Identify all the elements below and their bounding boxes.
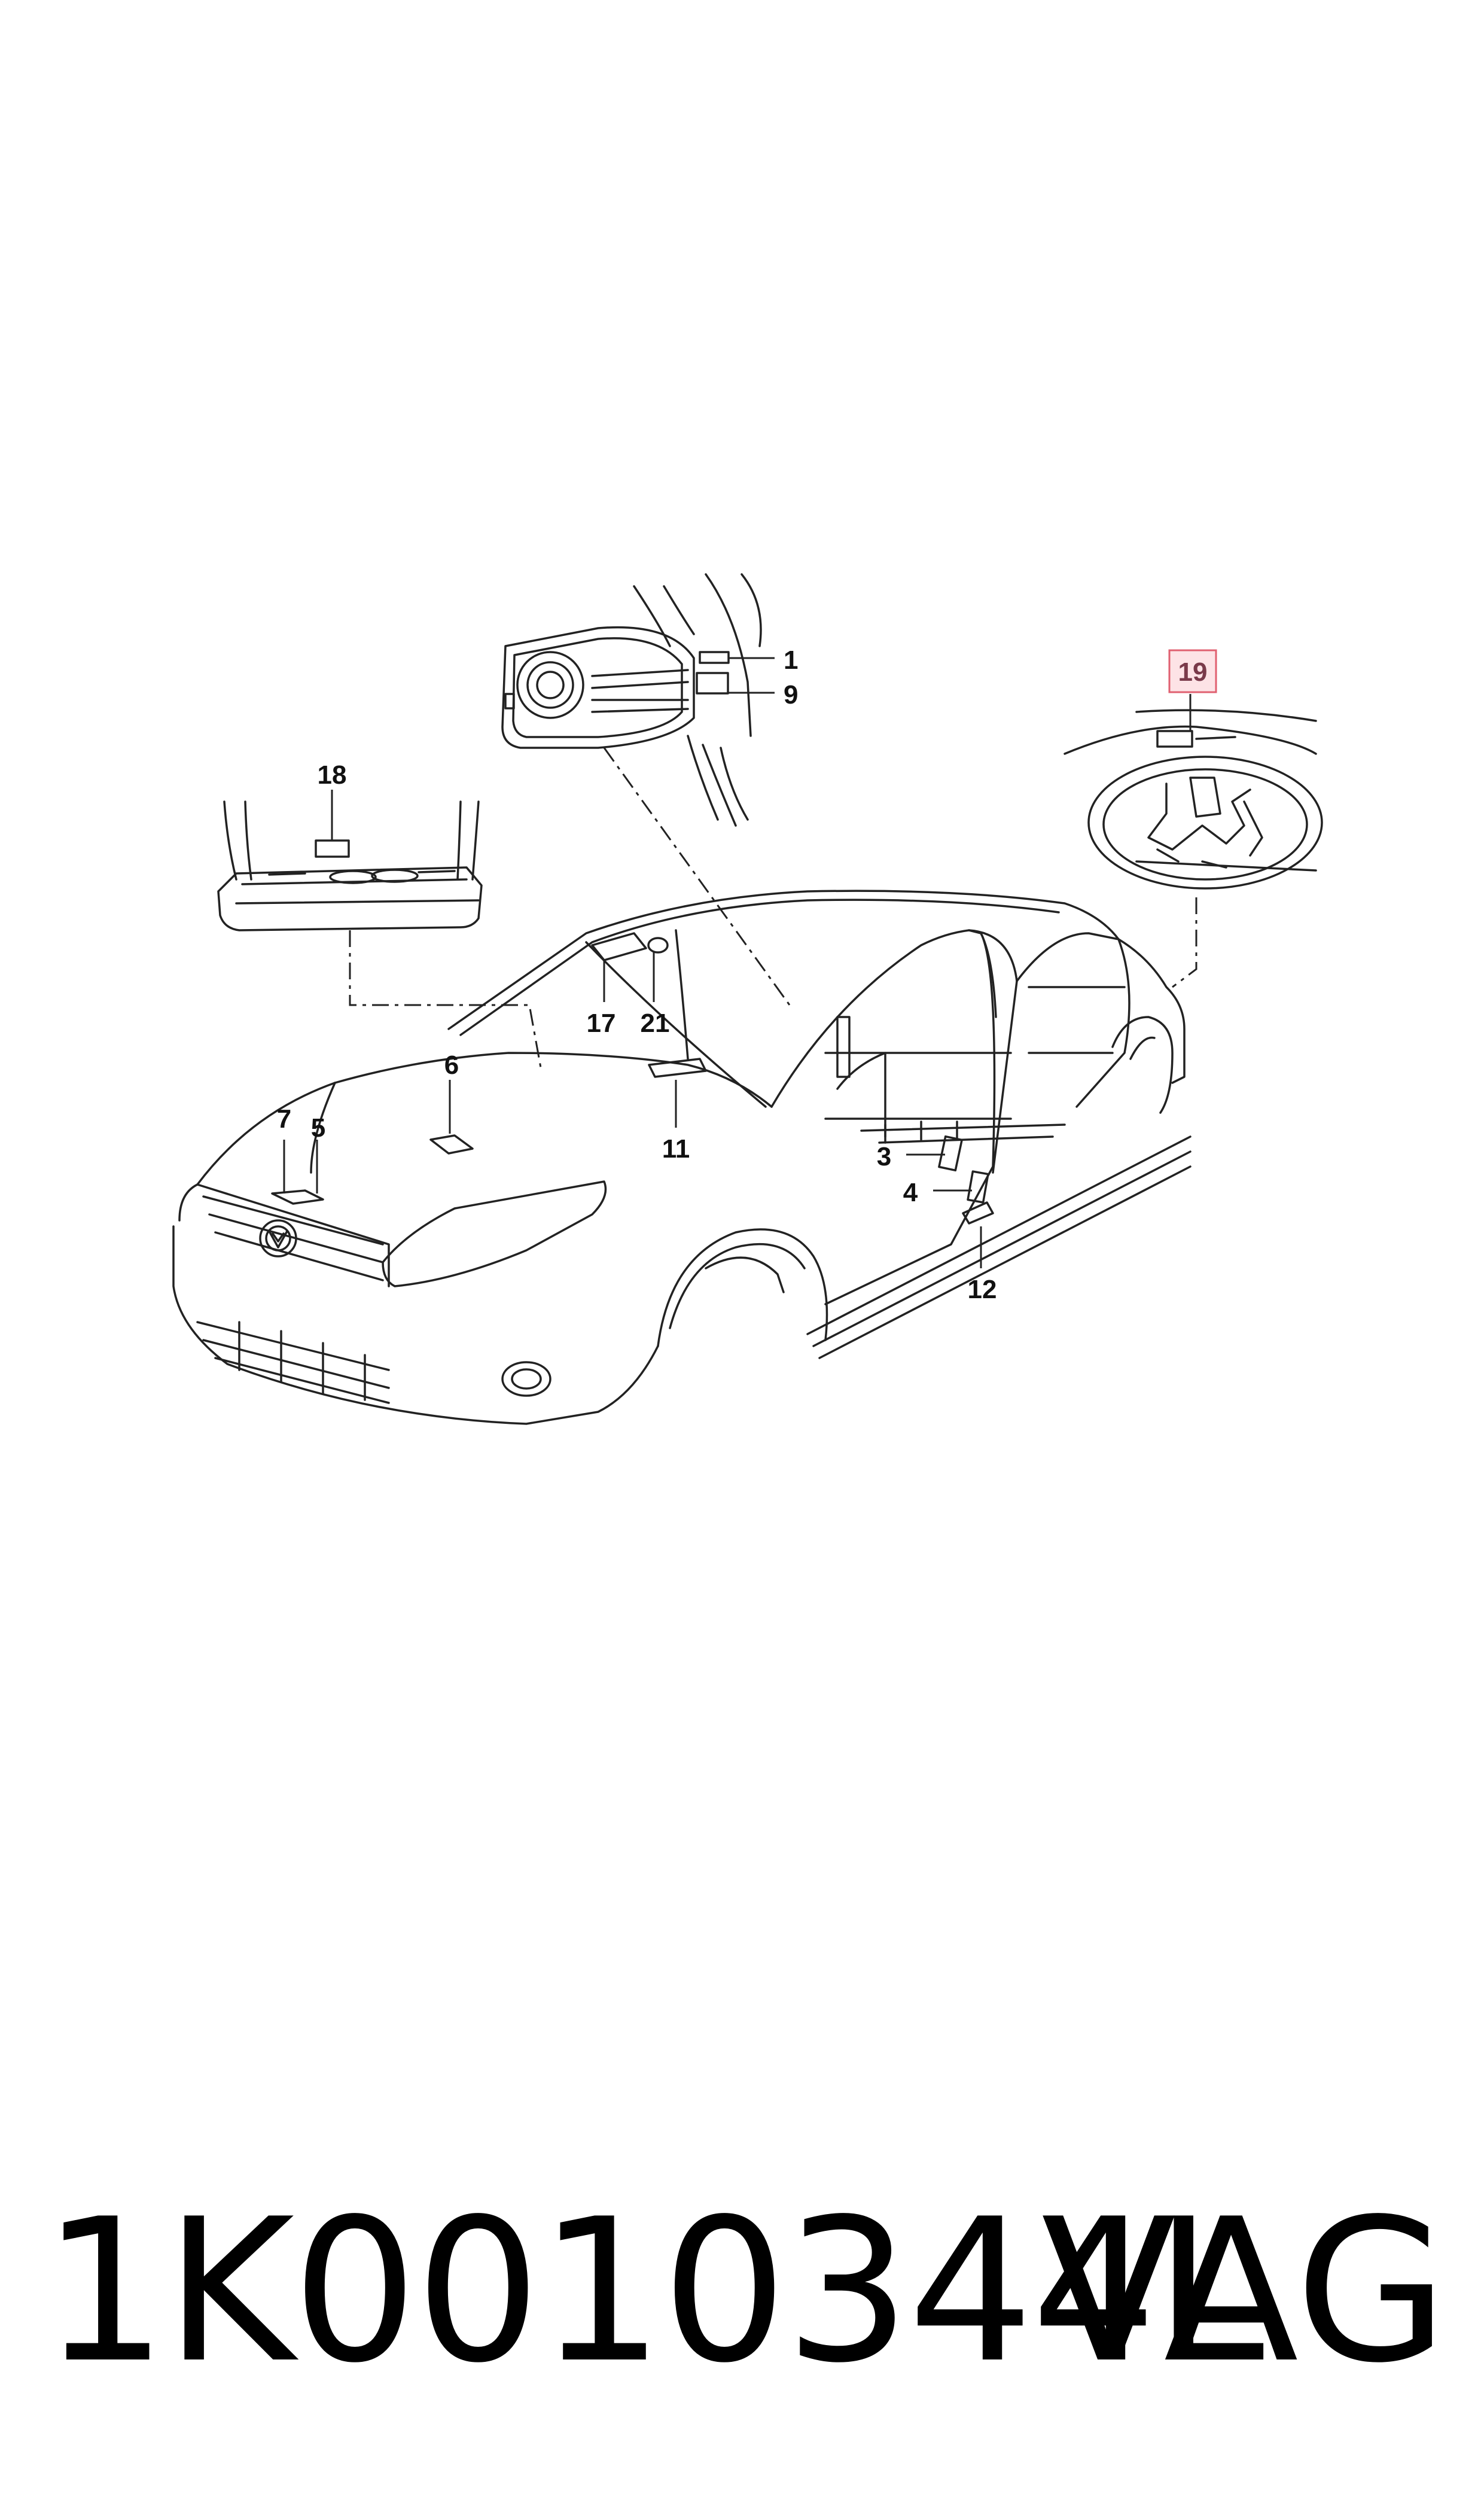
label-markers xyxy=(271,932,994,1225)
callout-12[interactable]: 12 xyxy=(968,1275,997,1304)
spare-wheel-inset xyxy=(1064,709,1323,890)
leader-lines xyxy=(283,657,1197,1268)
callout-17[interactable]: 17 xyxy=(587,1009,616,1038)
roof-console-inset xyxy=(217,800,483,931)
callout-18[interactable]: 18 xyxy=(318,760,347,790)
callout-19[interactable]: 19 xyxy=(1178,657,1208,687)
callout-5[interactable]: 5 xyxy=(311,1113,325,1143)
callout-6[interactable]: 6 xyxy=(444,1051,459,1080)
callout-3[interactable]: 3 xyxy=(877,1142,891,1171)
callout-19-highlight xyxy=(1168,649,1217,693)
callout-9[interactable]: 9 xyxy=(784,680,798,710)
fuel-flap-inset xyxy=(501,573,762,827)
footer: 1K0010344L VAG xyxy=(0,2166,1484,2417)
callout-11[interactable]: 11 xyxy=(662,1134,690,1164)
callout-1[interactable]: 1 xyxy=(784,646,798,675)
brand-label: VAG xyxy=(1041,2176,1448,2406)
parts-diagram: 1 9 18 19 17 21 6 11 7 5 3 4 12 xyxy=(172,573,1323,1425)
callout-7[interactable]: 7 xyxy=(277,1104,291,1134)
callout-4[interactable]: 4 xyxy=(903,1178,918,1207)
car-body xyxy=(172,890,1192,1425)
callout-21[interactable]: 21 xyxy=(641,1009,670,1038)
part-number: 1K0010344L xyxy=(42,2176,1264,2406)
